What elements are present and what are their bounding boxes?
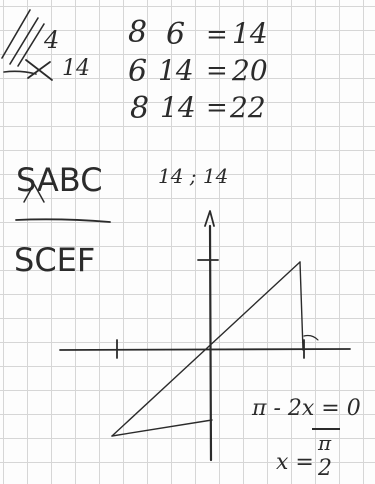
fraction-bar (15, 218, 111, 223)
sum-row-2-a: 6 (128, 54, 148, 89)
sum-row-2-eq: = (206, 56, 228, 86)
solution-numerator: π (318, 431, 332, 455)
sum-row-3-a: 8 (130, 91, 150, 126)
solution-lhs: x = (276, 450, 314, 475)
sum-row-2-b: 14 (158, 54, 194, 87)
sum-row-1-b: 6 (166, 17, 186, 52)
strike-through (25, 59, 53, 81)
point-label: 14 ; 14 (158, 164, 229, 188)
sum-row-3-b: 14 (160, 91, 196, 124)
triangle-symbol (23, 183, 45, 203)
fraction-numerator: SABC (16, 161, 103, 199)
scribble-stroke (3, 70, 37, 75)
sum-row-1-result: 14 (232, 17, 268, 50)
lower-segment (111, 419, 213, 437)
scribble-number: 4 (44, 26, 60, 54)
sum-row-2-result: 20 (232, 54, 268, 87)
scribble-stroke (1, 9, 45, 67)
sum-row-3-eq: = (206, 93, 228, 123)
equation: π - 2x = 0 (252, 396, 361, 421)
fraction-denominator: SCEF (14, 241, 96, 279)
y-axis-arrow (204, 210, 215, 227)
solution-denominator: 2 (318, 456, 332, 481)
sum-row-1-a: 8 (128, 15, 148, 50)
struck-label: 14 (62, 56, 90, 81)
y-axis (208, 224, 213, 462)
solution-fraction-bar (312, 428, 340, 430)
sum-row-3-result: 22 (230, 91, 266, 124)
vertical-drop (299, 261, 304, 351)
graph-line (111, 261, 301, 437)
sum-row-1-eq: = (206, 20, 228, 50)
small-arc (303, 334, 319, 341)
